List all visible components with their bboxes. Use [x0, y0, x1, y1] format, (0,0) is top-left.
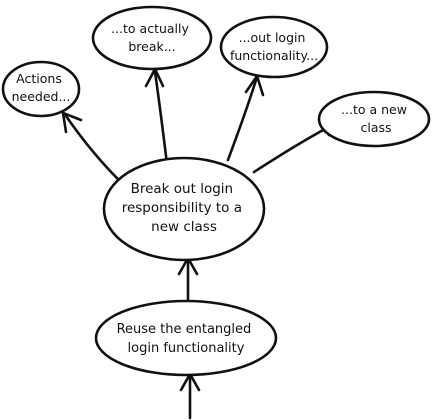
edge-central-to-actions: [64, 114, 128, 189]
node-central-label: Break out login responsibility to a new …: [122, 181, 247, 235]
node-break-line2: break...: [128, 39, 175, 54]
node-out-login-functionality: ...out login functionality...: [219, 15, 329, 79]
node-newclass-line2: class: [360, 120, 391, 135]
node-to-actually-break: ...to actually break...: [91, 5, 213, 71]
node-actions-needed: Actions needed...: [1, 60, 81, 118]
edge-central-to-break: [153, 70, 170, 174]
node-central-line3: new class: [151, 219, 217, 235]
edge-central-to-login: [226, 78, 258, 162]
node-login-ellipse: [219, 15, 329, 79]
node-bottom-line2: login functionality: [128, 341, 245, 356]
node-actions-line1: Actions: [16, 71, 62, 86]
arrowhead-actions: [61, 111, 83, 134]
node-newclass-label: ...to a new class: [341, 102, 411, 135]
node-central-line1: Break out login: [131, 181, 234, 197]
node-login-line1: ...out login: [239, 30, 306, 45]
node-bottom-ellipse: [94, 299, 278, 377]
node-central-line2: responsibility to a: [122, 200, 242, 216]
node-newclass-line1: ...to a new: [341, 102, 407, 117]
node-newclass-ellipse: [317, 90, 431, 148]
node-reuse-entangled-login: Reuse the entangled login functionality: [94, 299, 278, 377]
node-break-out-login: Break out login responsibility to a new …: [102, 156, 266, 262]
node-actions-label: Actions needed...: [12, 71, 71, 104]
node-break-ellipse: [91, 5, 213, 71]
node-actions-line2: needed...: [12, 89, 71, 104]
node-central-ellipse: [102, 156, 266, 262]
node-break-label: ...to actually break...: [111, 21, 193, 54]
node-login-line2: functionality...: [230, 48, 318, 63]
node-login-label: ...out login functionality...: [230, 30, 318, 63]
node-bottom-label: Reuse the entangled login functionality: [117, 322, 256, 356]
node-to-a-new-class: ...to a new class: [317, 90, 431, 148]
node-actions-ellipse: [1, 60, 81, 118]
node-bottom-line1: Reuse the entangled: [117, 322, 252, 337]
node-break-line1: ...to actually: [111, 21, 189, 36]
